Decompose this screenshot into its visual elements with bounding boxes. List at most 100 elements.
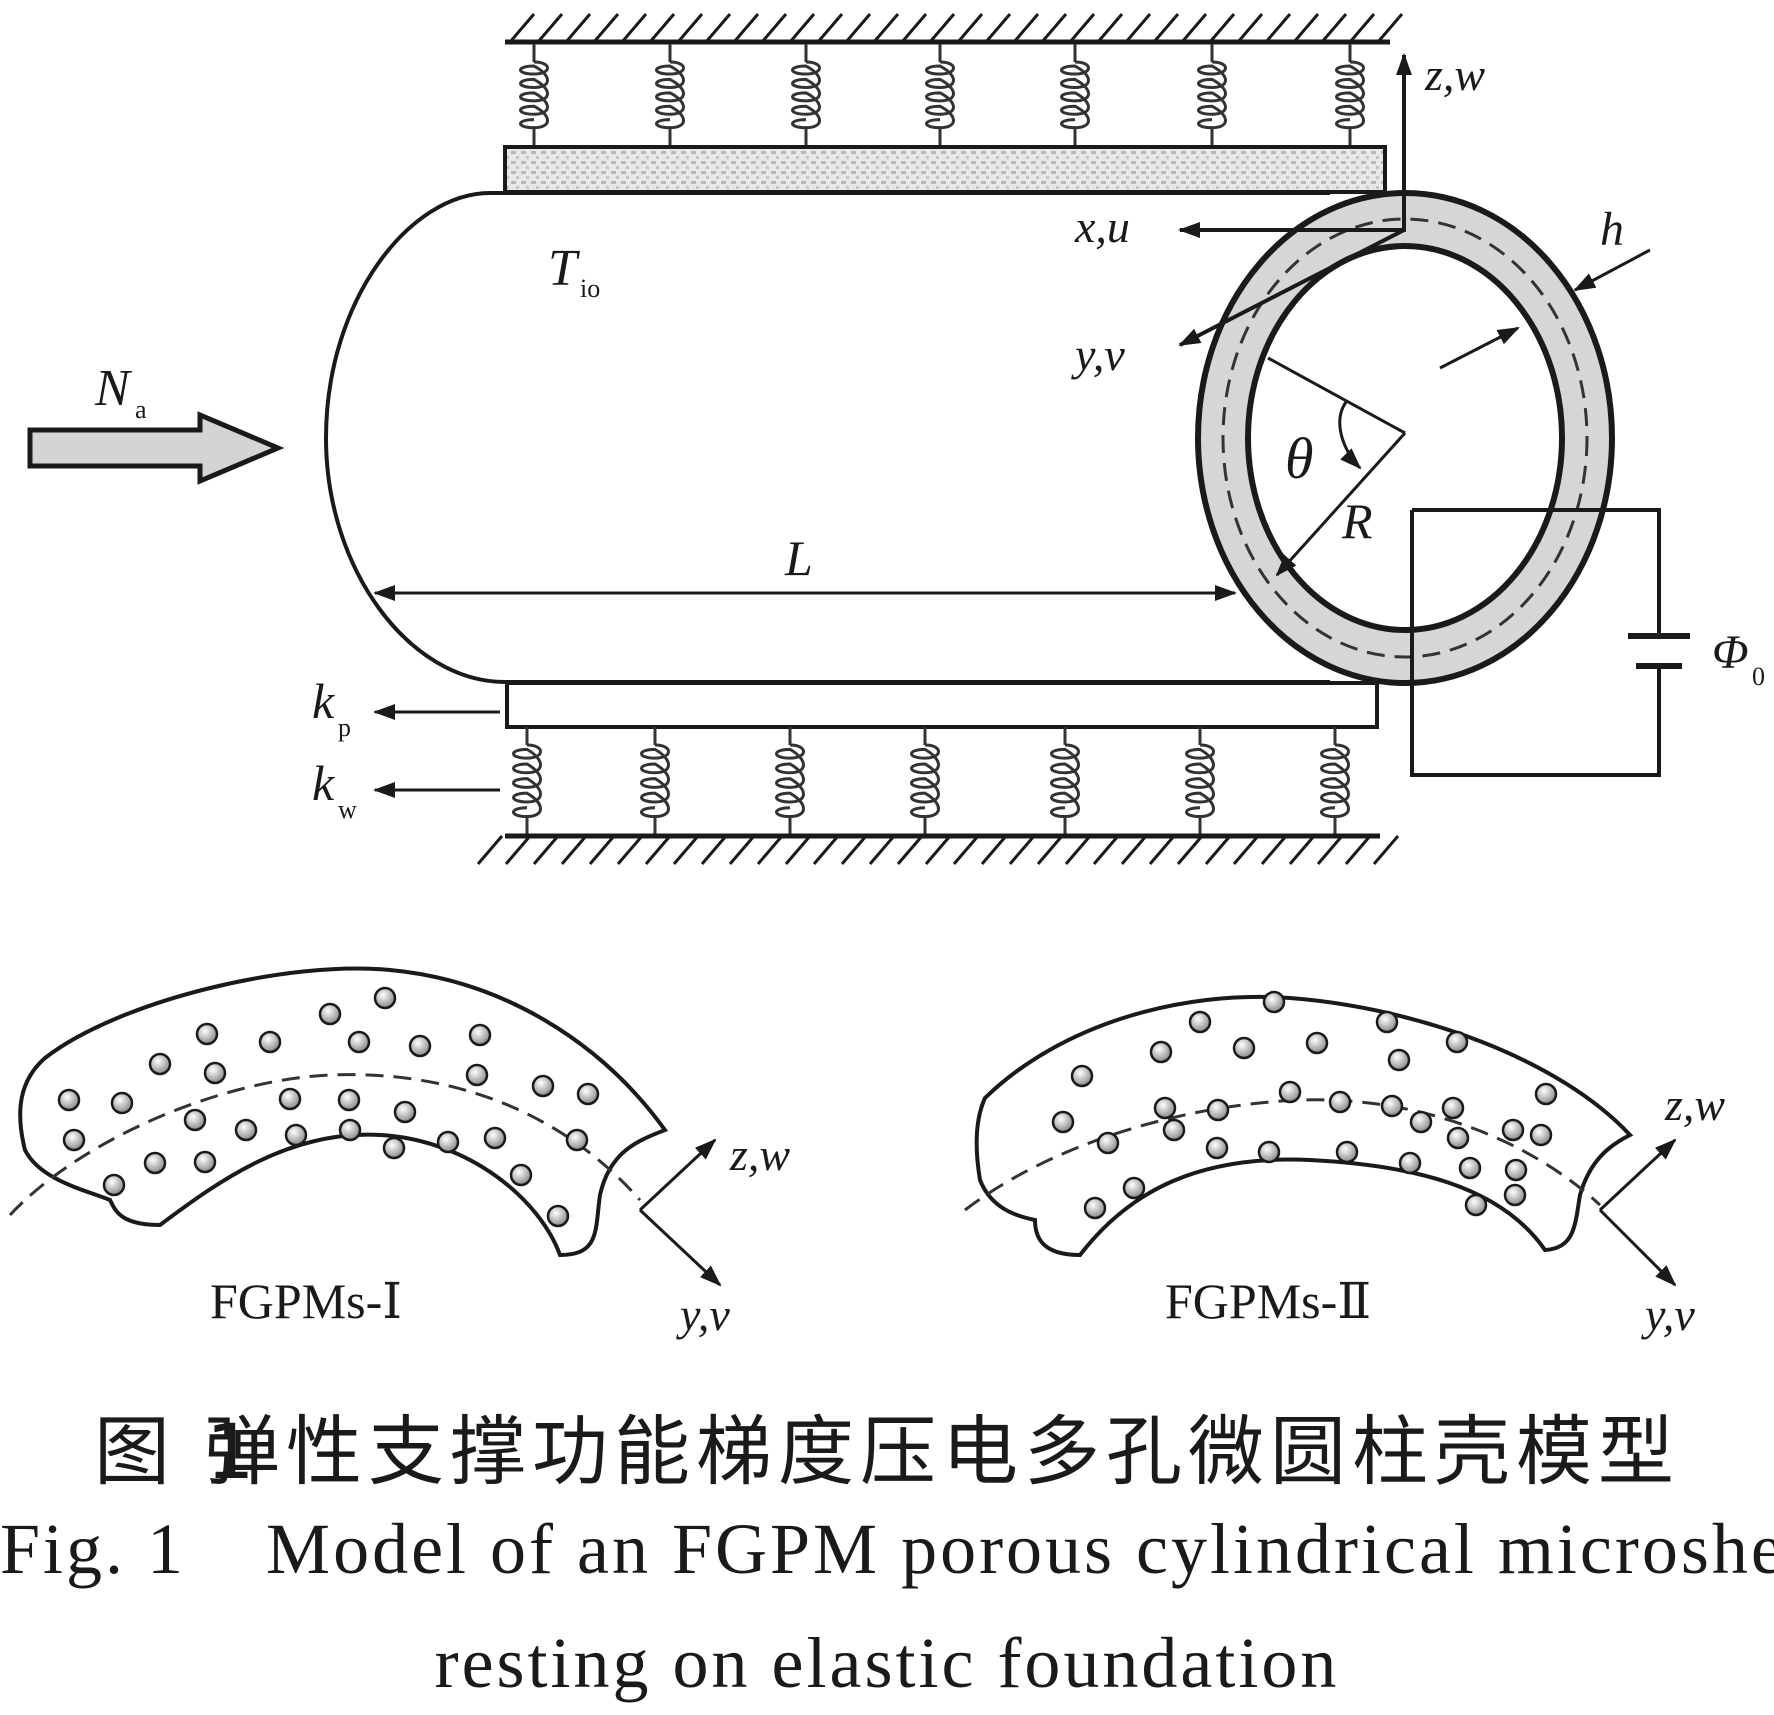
pore [1529,1123,1553,1147]
pore [1504,1158,1528,1182]
label-z-w-top: z,w [1424,49,1485,100]
hatch-line [588,835,616,865]
pore [1375,1010,1399,1034]
hatch-line [1292,13,1320,43]
hatch-line [900,13,928,43]
hatch-line [1236,13,1264,43]
hatch-line [924,835,952,865]
pore [1122,1176,1146,1200]
hatch-line [1344,835,1372,865]
hatch-line [1232,835,1260,865]
label-length: L [784,530,813,586]
label-y-v-seg1: y,v [676,1289,730,1340]
pore [373,986,397,1010]
theta-arc [1338,401,1362,470]
hatch-line [984,13,1012,43]
pore [143,1151,167,1175]
pore [1070,1064,1094,1088]
caption-chinese-text: 弹性支撑功能梯度压电多孔微圆柱壳模型 [204,1407,1680,1496]
shell-model-diagram: z,w x,u y,v T io h N a θ R L Φ 0 k p k w… [8,13,1765,1340]
hatch-line [1068,13,1096,43]
hatch-line [956,13,984,43]
pore [1232,1036,1256,1060]
hatch-line [560,835,588,865]
pore [1083,1196,1107,1220]
caption-chinese: 图 1弹性支撑功能梯度压电多孔微圆柱壳模型 [0,1390,1774,1500]
pore [531,1074,555,1098]
pore [1398,1151,1422,1175]
pore [338,1118,362,1142]
label-temperature-sub: io [580,274,600,303]
spring [775,727,805,836]
pore [1149,1040,1173,1064]
spring [1335,44,1365,147]
hatch-line [644,835,672,865]
fgpm-type-2-segment: z,w y,v FGPMs-Ⅱ [964,990,1725,1340]
hatch-line [1120,835,1148,865]
pore [110,1091,134,1115]
spring [791,44,821,147]
hatch-line [1008,835,1036,865]
bottom-foundation-plate [505,681,1379,729]
label-x-u: x,u [1074,201,1130,252]
bottom-springs [512,727,1350,836]
label-y-v-top: y,v [1071,329,1125,380]
pore [565,1128,589,1152]
pore [193,1150,217,1174]
spring [1185,727,1215,836]
pore [258,1030,282,1054]
thickness-arrows [1439,248,1651,370]
label-axial-load: N [94,360,133,417]
hatch-line [504,835,532,865]
pore [1458,1156,1482,1180]
hatch-line [676,13,704,43]
label-kw: k [312,755,335,811]
label-y-v-seg2: y,v [1641,1289,1695,1340]
pores-group [1051,990,1558,1220]
pore [1096,1131,1120,1155]
caption-english-line2: resting on elastic foundation [434,1623,1340,1703]
hatch-line [536,13,564,43]
pore [1501,1118,1525,1142]
pore [57,1088,81,1112]
pore [1188,1010,1212,1034]
hatch-line [760,13,788,43]
mid-surface-dashed [1221,217,1589,659]
hatch-line [788,13,816,43]
hatch-line [1260,835,1288,865]
pore [483,1126,507,1150]
label-kp-sub: p [338,713,351,742]
hatch-line [840,835,868,865]
pore [1051,1110,1075,1134]
label-z-w-seg2: z,w [1664,1079,1725,1130]
spring [1050,727,1080,836]
hatch-line [1372,835,1400,865]
hatch-line [564,13,592,43]
radius-arrow [1275,431,1407,577]
pore [382,1136,406,1160]
pore [1205,1136,1229,1160]
hatch-line [1288,835,1316,865]
caption-english-number: Fig. 1 [0,1509,187,1589]
pore [1153,1096,1177,1120]
label-axial-load-sub: a [135,395,147,424]
pores-group [57,986,600,1228]
hatch-line [1012,13,1040,43]
pore [1445,1030,1469,1054]
hatch-line [756,835,784,865]
pore [148,1052,172,1076]
pore [393,1100,417,1124]
label-z-w-seg1: z,w [729,1129,790,1180]
spring [519,44,549,147]
label-voltage: Φ [1712,626,1749,679]
hatch-line [1208,13,1236,43]
pore [408,1034,432,1058]
pore [1162,1118,1186,1142]
spring [1060,44,1090,147]
coordinate-axes [1178,53,1412,347]
pore [318,1002,342,1026]
spring [925,44,955,147]
hatch-line [1176,835,1204,865]
spring [910,727,940,836]
